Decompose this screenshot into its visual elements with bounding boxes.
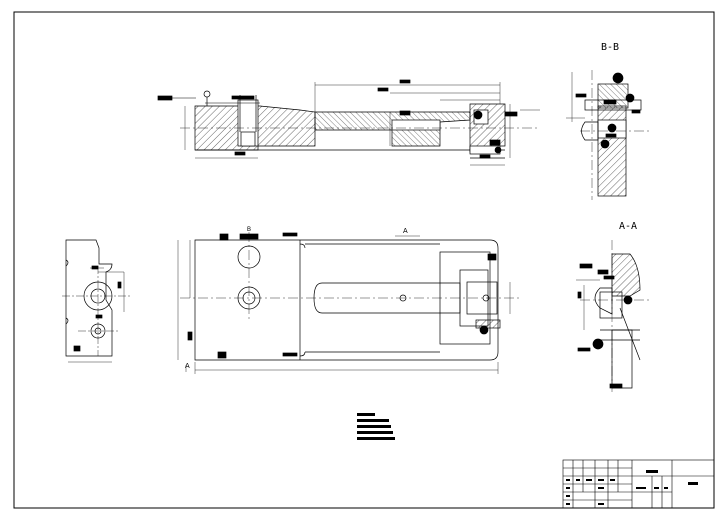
- section-bb-title: B-B: [601, 42, 619, 53]
- plan-mark-a-top: A: [403, 228, 408, 235]
- front-section-view: [157, 79, 540, 166]
- section-aa-title: A-A: [619, 221, 637, 232]
- plan-mark-a-bottom: A: [185, 363, 190, 370]
- section-aa-view: [576, 240, 650, 392]
- side-view: [62, 239, 130, 363]
- sheet-border: [13, 11, 715, 509]
- section-bb-view: [566, 70, 650, 200]
- aa-main-body: [611, 253, 641, 297]
- bb-top-part: [597, 83, 629, 109]
- front-pocket-inner: [240, 131, 256, 147]
- aa-lower-body: [611, 329, 633, 389]
- plan-mark-b: B: [247, 227, 251, 233]
- title-block-fills: [566, 470, 698, 505]
- front-mid-window: [391, 119, 441, 131]
- plan-view: [177, 232, 520, 374]
- plan-outline: [194, 239, 499, 361]
- technical-notes: [357, 413, 395, 440]
- bb-main-block: [597, 105, 627, 197]
- title-block: [562, 459, 715, 509]
- side-outline: [65, 239, 113, 357]
- plan-slot: [313, 282, 461, 314]
